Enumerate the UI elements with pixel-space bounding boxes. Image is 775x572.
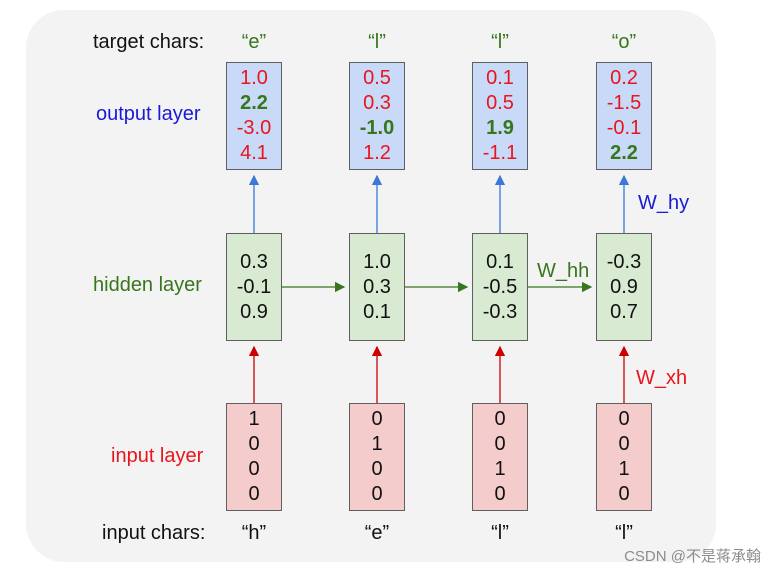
input-value: 1 xyxy=(248,408,260,430)
output-value: 2.2 xyxy=(610,142,638,164)
input-box-2: 0 1 0 0 xyxy=(349,403,405,511)
input-layer-label: input layer xyxy=(111,445,204,467)
output-value: 0.5 xyxy=(363,67,391,89)
output-box-2: 0.5 0.3 -1.0 1.2 xyxy=(349,62,405,170)
input-value: 0 xyxy=(618,483,630,505)
input-box-4: 0 0 1 0 xyxy=(596,403,652,511)
input-value: 0 xyxy=(371,408,383,430)
output-box-3: 0.1 0.5 1.9 -1.1 xyxy=(472,62,528,170)
w-hy-label: W_hy xyxy=(638,192,690,214)
hidden-value: -0.3 xyxy=(482,300,518,323)
target-char-4: “o” xyxy=(611,31,637,53)
input-box-3: 0 0 1 0 xyxy=(472,403,528,511)
hidden-value: 0.3 xyxy=(363,275,391,298)
hidden-value: 0.9 xyxy=(610,275,638,298)
target-char-3: “l” xyxy=(491,31,509,53)
input-value: 0 xyxy=(494,408,506,430)
output-value: -1.1 xyxy=(482,142,518,164)
output-value: 1.0 xyxy=(240,67,268,89)
input-chars-label: input chars: xyxy=(102,522,206,544)
input-value: 0 xyxy=(494,433,506,455)
input-char-1: “h” xyxy=(241,522,267,544)
input-value: 0 xyxy=(248,483,260,505)
input-box-1: 1 0 0 0 xyxy=(226,403,282,511)
input-value: 0 xyxy=(618,408,630,430)
output-value: 2.2 xyxy=(240,92,268,114)
output-value: 0.5 xyxy=(486,92,514,114)
hidden-value: 0.1 xyxy=(486,250,514,273)
hidden-value: 0.3 xyxy=(240,250,268,273)
output-value: -0.1 xyxy=(606,117,642,139)
hidden-layer-label: hidden layer xyxy=(93,274,202,296)
input-value: 0 xyxy=(248,458,260,480)
input-value: 1 xyxy=(618,458,630,480)
target-char-1: “e” xyxy=(241,31,267,53)
input-value: 0 xyxy=(494,483,506,505)
input-value: 0 xyxy=(248,433,260,455)
hidden-value: 0.9 xyxy=(240,300,268,323)
output-value: 0.1 xyxy=(486,67,514,89)
hidden-box-3: 0.1-0.5-0.3 xyxy=(472,233,528,341)
hidden-value: 0.7 xyxy=(610,300,638,323)
output-value: -1.5 xyxy=(606,92,642,114)
output-value: 1.2 xyxy=(363,142,391,164)
hidden-value: -0.3 xyxy=(606,250,642,273)
hidden-value: 1.0 xyxy=(363,250,391,273)
hidden-value: -0.1 xyxy=(236,275,272,298)
input-value: 0 xyxy=(371,483,383,505)
input-value: 0 xyxy=(371,458,383,480)
watermark: CSDN @不是蒋承翰 xyxy=(624,548,761,565)
hidden-value: 0.1 xyxy=(363,300,391,323)
target-char-2: “l” xyxy=(368,31,386,53)
hidden-value: -0.5 xyxy=(482,275,518,298)
w-hh-label: W_hh xyxy=(537,260,590,282)
output-box-1: 1.0 2.2 -3.0 4.1 xyxy=(226,62,282,170)
output-value: 0.3 xyxy=(363,92,391,114)
output-value: 4.1 xyxy=(240,142,268,164)
input-value: 0 xyxy=(618,433,630,455)
input-value: 1 xyxy=(494,458,506,480)
output-value: -3.0 xyxy=(236,117,272,139)
output-value: 0.2 xyxy=(610,67,638,89)
w-xh-label: W_xh xyxy=(636,367,688,389)
output-layer-label: output layer xyxy=(96,103,201,125)
output-value: 1.9 xyxy=(486,117,514,139)
output-box-4: 0.2 -1.5 -0.1 2.2 xyxy=(596,62,652,170)
input-char-2: “e” xyxy=(364,522,390,544)
input-value: 1 xyxy=(371,433,383,455)
output-value: -1.0 xyxy=(359,117,395,139)
input-char-4: “l” xyxy=(615,522,633,544)
target-chars-label: target chars: xyxy=(93,31,205,53)
input-char-3: “l” xyxy=(491,522,509,544)
